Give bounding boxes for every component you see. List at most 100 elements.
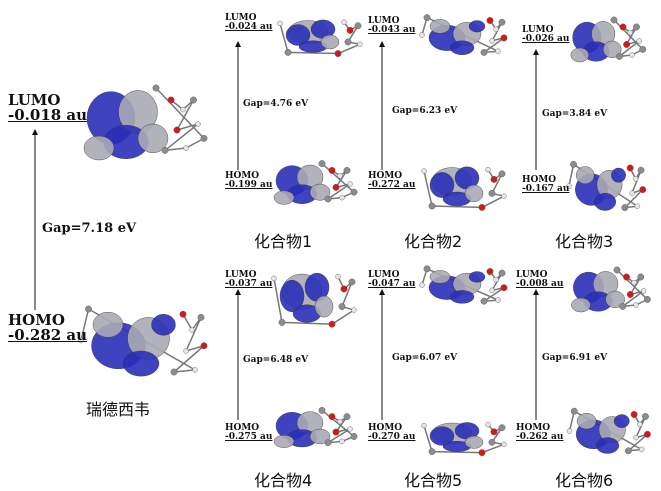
orbital-lobe-positive — [285, 24, 311, 46]
c4-lumo-value: -0.037 au — [225, 279, 273, 289]
bond — [616, 269, 648, 300]
atom — [419, 282, 425, 288]
atom — [347, 181, 353, 187]
bond — [80, 308, 90, 341]
atom — [428, 202, 436, 210]
atom — [350, 433, 358, 440]
atom — [189, 327, 195, 333]
atom — [343, 166, 351, 174]
c5-homo-label: HOMO — [368, 423, 403, 433]
atom — [500, 284, 508, 292]
c5-lumo-label: LUMO — [368, 270, 400, 280]
c4-name: 化合物4 — [254, 471, 313, 490]
c4-lumo-level: LUMO -0.037 au — [225, 271, 272, 289]
atom — [161, 147, 169, 154]
atom — [644, 296, 651, 303]
atom — [428, 448, 436, 455]
c6-homo-value: -0.262 au — [516, 432, 564, 442]
atom — [328, 413, 336, 421]
orbital-lobe-positive — [429, 172, 455, 198]
main-lumo-value: -0.018 au — [8, 106, 88, 124]
c4-gap: Gap=6.48 eV — [243, 355, 309, 365]
atom — [619, 23, 627, 31]
atom — [489, 38, 495, 44]
orbital-image — [277, 19, 363, 57]
orbital-lobe-positive — [279, 279, 305, 313]
main-homo-level: HOMO -0.282 au — [8, 313, 87, 343]
orbital-image — [571, 266, 651, 313]
c3-homo-level: HOMO -0.167 au — [522, 176, 569, 194]
main-lumo-level: LUMO -0.018 au — [8, 93, 87, 123]
orbital-lobe-negative — [273, 190, 295, 205]
c2-gap: Gap=6.23 eV — [392, 106, 458, 116]
orbital-lobe-negative — [92, 311, 124, 338]
atom — [480, 297, 488, 305]
atom — [351, 307, 357, 313]
main-homo-label: HOMO — [8, 311, 65, 329]
atom — [493, 276, 499, 283]
atom — [498, 170, 506, 178]
atom — [354, 22, 362, 30]
atom — [627, 29, 633, 36]
orbital-lobe-negative — [570, 47, 589, 63]
atom — [633, 434, 639, 441]
atom — [640, 288, 647, 294]
bond — [327, 183, 351, 200]
orbital-lobe-negative — [273, 435, 295, 448]
orbital-image — [419, 265, 508, 305]
bond — [423, 170, 433, 207]
orbital-lobe-negative — [429, 270, 451, 284]
atom — [200, 135, 208, 142]
bond — [287, 51, 339, 55]
atom — [493, 26, 499, 32]
atom — [613, 266, 621, 274]
c3-homo-label: HOMO — [522, 175, 557, 185]
orbital-lobe-positive — [449, 40, 475, 55]
c1-homo-level: HOMO -0.199 au — [225, 172, 272, 190]
atom — [328, 166, 336, 174]
c6-lumo-label: LUMO — [516, 270, 548, 280]
atom — [570, 160, 577, 168]
atom — [334, 50, 342, 57]
c6-homo-level: HOMO -0.262 au — [516, 424, 563, 442]
orbital-image — [273, 406, 358, 448]
atom — [639, 46, 647, 53]
atom — [350, 188, 358, 196]
atom — [642, 413, 649, 420]
atom — [633, 23, 640, 31]
orbital-image — [421, 421, 507, 457]
atom — [328, 320, 336, 328]
atom — [340, 285, 348, 293]
atom — [490, 175, 498, 183]
orbital-image — [570, 16, 647, 63]
orbital-lobe-positive — [594, 193, 617, 211]
atom — [486, 17, 494, 24]
c4-homo-label: HOMO — [225, 423, 260, 433]
orbital-lobe-negative — [576, 412, 597, 430]
bond — [568, 164, 575, 187]
bond — [173, 345, 205, 373]
c6-gap: Gap=6.91 eV — [542, 353, 608, 363]
bond — [176, 123, 199, 131]
c3-lumo-value: -0.026 au — [522, 34, 570, 44]
atom — [610, 16, 618, 24]
c1-homo-value: -0.199 au — [225, 180, 273, 190]
atom — [339, 438, 345, 445]
bond — [164, 123, 199, 151]
atom — [636, 38, 642, 44]
atom — [488, 190, 496, 197]
orbital-lobe-negative — [464, 435, 484, 449]
c3-gap: Gap=3.84 eV — [542, 109, 608, 119]
c6-name: 化合物6 — [555, 471, 614, 490]
c3-homo-value: -0.167 au — [522, 184, 570, 194]
bond — [185, 317, 202, 352]
main-compound-name: 瑞德西韦 — [86, 400, 151, 419]
atom — [490, 428, 498, 436]
orbital-lobe-negative — [309, 428, 331, 445]
atom — [339, 194, 345, 201]
bond — [327, 428, 351, 444]
atom — [173, 126, 181, 134]
atom — [478, 204, 486, 211]
c5-lumo-level: LUMO -0.047 au — [368, 271, 415, 289]
